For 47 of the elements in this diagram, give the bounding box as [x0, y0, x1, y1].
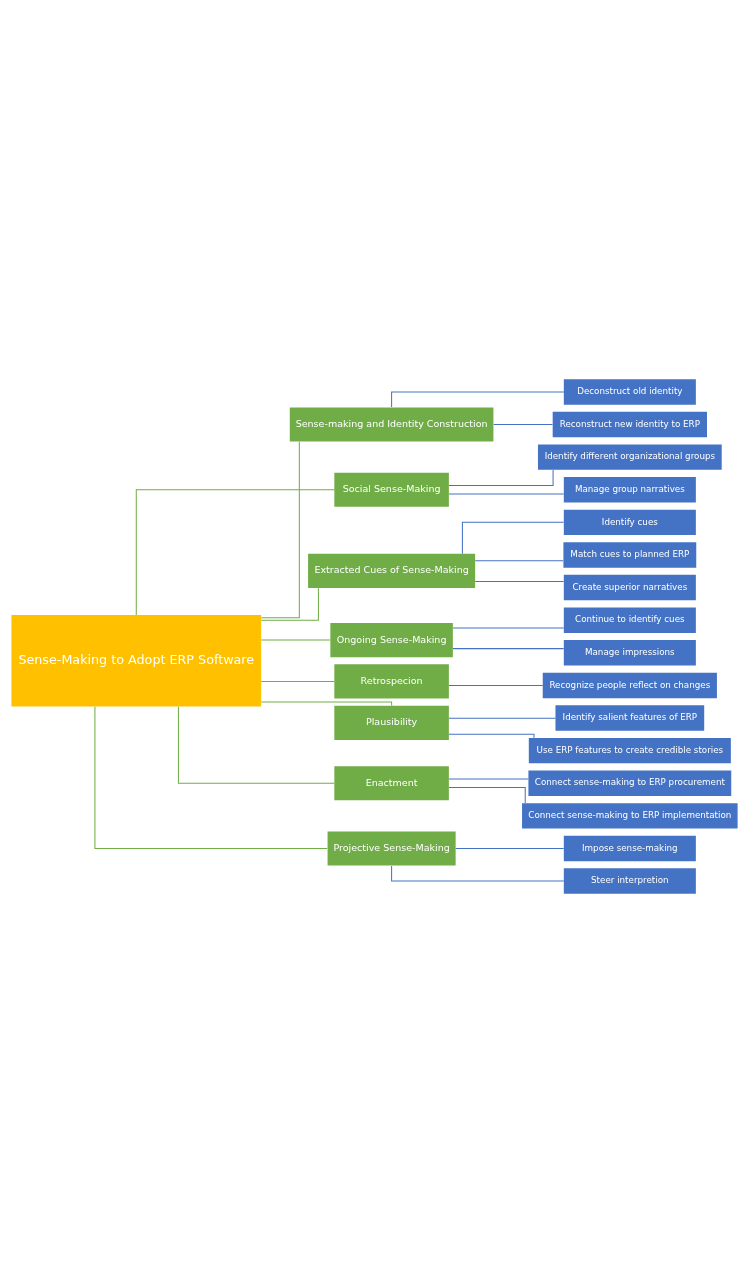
connector — [461, 521, 565, 555]
connector — [452, 648, 565, 650]
connector — [448, 717, 556, 719]
node-box: Impose sense-making — [563, 835, 696, 862]
node-box: Recognize people reflect on changes — [542, 672, 717, 699]
connector — [448, 778, 529, 780]
connector — [474, 580, 565, 582]
node-box: Ongoing Sense-Making — [330, 623, 453, 658]
node-box: Projective Sense-Making — [327, 831, 456, 866]
connector — [260, 701, 393, 707]
node-box: Identify salient features of ERP — [555, 705, 705, 731]
node-box: Manage group narratives — [563, 477, 696, 503]
node-box: Connect sense-making to ERP procurement — [528, 770, 732, 796]
connector — [260, 441, 300, 619]
node-box: Identify cues — [563, 509, 696, 536]
connector — [448, 733, 535, 739]
connector — [177, 706, 335, 784]
connector — [260, 680, 335, 682]
node-box: Social Sense-Making — [334, 472, 449, 507]
node-box: Retrospecion — [334, 664, 449, 699]
connector — [455, 847, 565, 849]
connector — [448, 493, 565, 495]
connector — [474, 560, 564, 562]
connector — [94, 706, 328, 849]
node-box: Deconstruct old identity — [563, 379, 696, 405]
node-box: Steer interpretion — [563, 868, 696, 894]
connector — [448, 786, 526, 804]
node-box: Sense-Making to Adopt ERP Software — [11, 615, 262, 707]
node-box: Enactment — [334, 766, 449, 801]
node-box: Identify different organizational groups — [537, 444, 722, 470]
connector — [135, 489, 335, 616]
connector — [448, 684, 544, 686]
node-box: Continue to identify cues — [563, 607, 696, 633]
connector — [452, 627, 565, 629]
node-box: Manage impressions — [563, 640, 696, 666]
node-box: Use ERP features to create credible stories — [528, 737, 731, 764]
node-box: Match cues to planned ERP — [563, 542, 697, 568]
node-box: Sense-making and Identity Construction — [289, 407, 494, 442]
node-box: Reconstruct new identity to ERP — [552, 411, 707, 438]
connector — [260, 639, 331, 641]
node-box: Extracted Cues of Sense-Making — [308, 553, 476, 588]
node-box: Create superior narratives — [563, 574, 696, 601]
node-box: Connect sense-making to ERP implementation — [522, 803, 738, 829]
connector — [260, 587, 319, 621]
connector — [493, 424, 553, 426]
node-box: Plausibility — [334, 705, 449, 740]
connector — [448, 469, 554, 487]
